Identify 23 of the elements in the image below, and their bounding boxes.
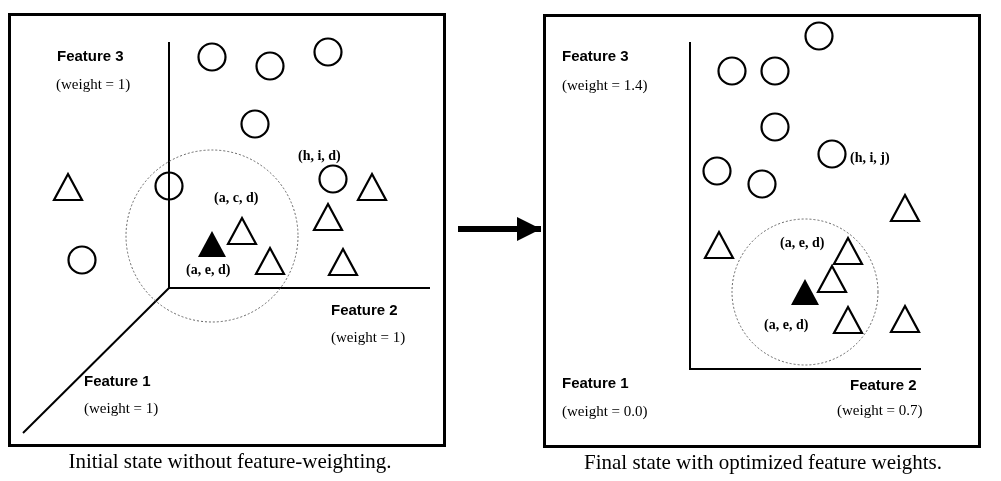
point-label: (a, e, d) — [780, 236, 825, 250]
point-label: (a, e, d) — [186, 263, 231, 277]
weight-label: (weight = 0.7) — [837, 403, 923, 418]
arrow — [458, 217, 541, 241]
axis-label: Feature 3 — [562, 48, 629, 63]
diagram-panel — [8, 13, 446, 447]
axis-label: Feature 3 — [57, 48, 124, 63]
diagram-panel — [543, 14, 981, 448]
weight-label: (weight = 1) — [56, 77, 131, 92]
axis-label: Feature 2 — [331, 302, 398, 317]
panel-caption: Final state with optimized feature weights. — [583, 452, 943, 473]
weight-label: (weight = 0.0) — [562, 404, 648, 419]
point-label: (a, c, d) — [214, 191, 259, 205]
axis-label: Feature 1 — [562, 375, 629, 390]
panel-caption: Initial state without feature-weighting. — [68, 451, 392, 472]
weight-label: (weight = 1.4) — [562, 78, 648, 93]
point-label: (h, i, d) — [298, 149, 341, 163]
axis-label: Feature 2 — [850, 377, 917, 392]
axis-label: Feature 1 — [84, 373, 151, 388]
point-label: (a, e, d) — [764, 318, 809, 332]
point-label: (h, i, j) — [850, 151, 890, 165]
weight-label: (weight = 1) — [84, 401, 159, 416]
weight-label: (weight = 1) — [331, 330, 406, 345]
